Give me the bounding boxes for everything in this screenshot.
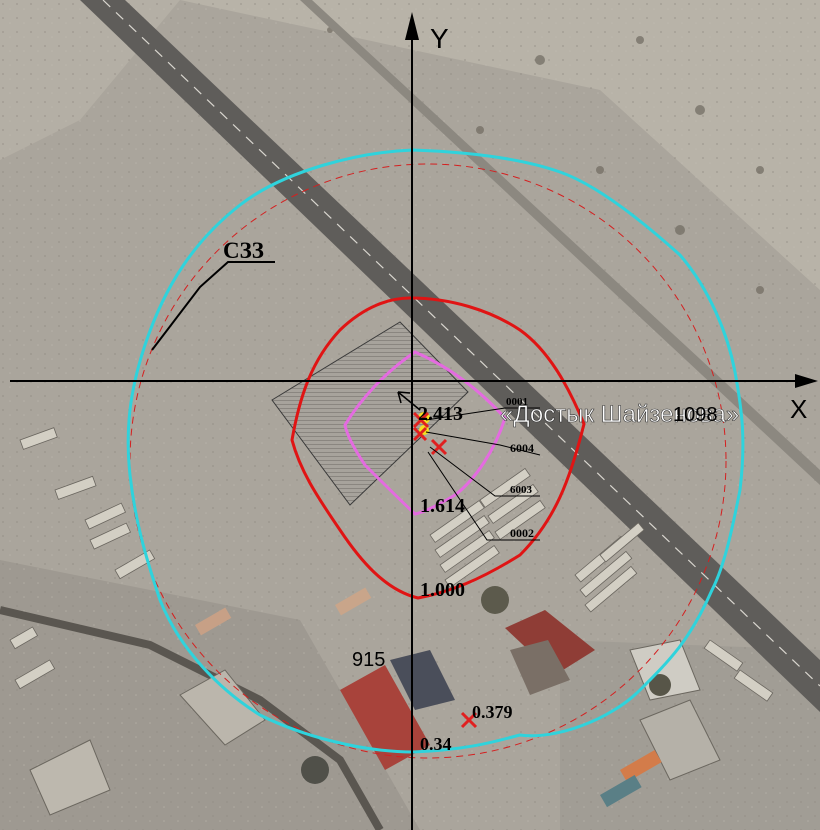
sanitary-zone-boundary [126, 148, 745, 754]
contour-label: 0.34 [420, 734, 452, 754]
coordinate-axes [10, 22, 810, 830]
y-axis-label: Y [430, 23, 449, 54]
contour-label: 2.413 [418, 403, 463, 425]
buildings [29, 586, 721, 816]
source-id-label: 0002 [510, 526, 534, 540]
x-axis-arrow-icon [795, 374, 818, 388]
source-marker-icon [412, 426, 428, 442]
emission-sources [412, 411, 478, 729]
point-label: 1098 [673, 404, 718, 426]
contour-1000 [290, 296, 586, 600]
zone-label: СЗЗ [223, 238, 264, 263]
source-marker-icon [412, 411, 430, 429]
source-leader-lines [425, 407, 541, 541]
solar-field [271, 321, 469, 506]
north-arrow-icon [397, 391, 421, 411]
point-label: 915 [352, 649, 385, 671]
reference-circle [129, 163, 727, 759]
road-label: «Достык Шайзенова» [500, 401, 739, 428]
y-axis-arrow-icon [405, 12, 419, 40]
zone-label-leader [151, 261, 275, 351]
x-axis-label: X [790, 394, 807, 424]
source-id-label: 6004 [510, 441, 534, 455]
contour-label: 1.614 [420, 495, 465, 517]
source-id-label: 0001 [506, 396, 528, 408]
contour-label: 0.379 [472, 702, 513, 722]
contour-label: 1.000 [420, 579, 465, 601]
contour-1614 [343, 350, 507, 516]
source-id-label: 6003 [510, 484, 533, 496]
source-marker-icon [460, 711, 478, 729]
storage-rows [9, 427, 774, 702]
source-marker-icon [430, 438, 448, 456]
